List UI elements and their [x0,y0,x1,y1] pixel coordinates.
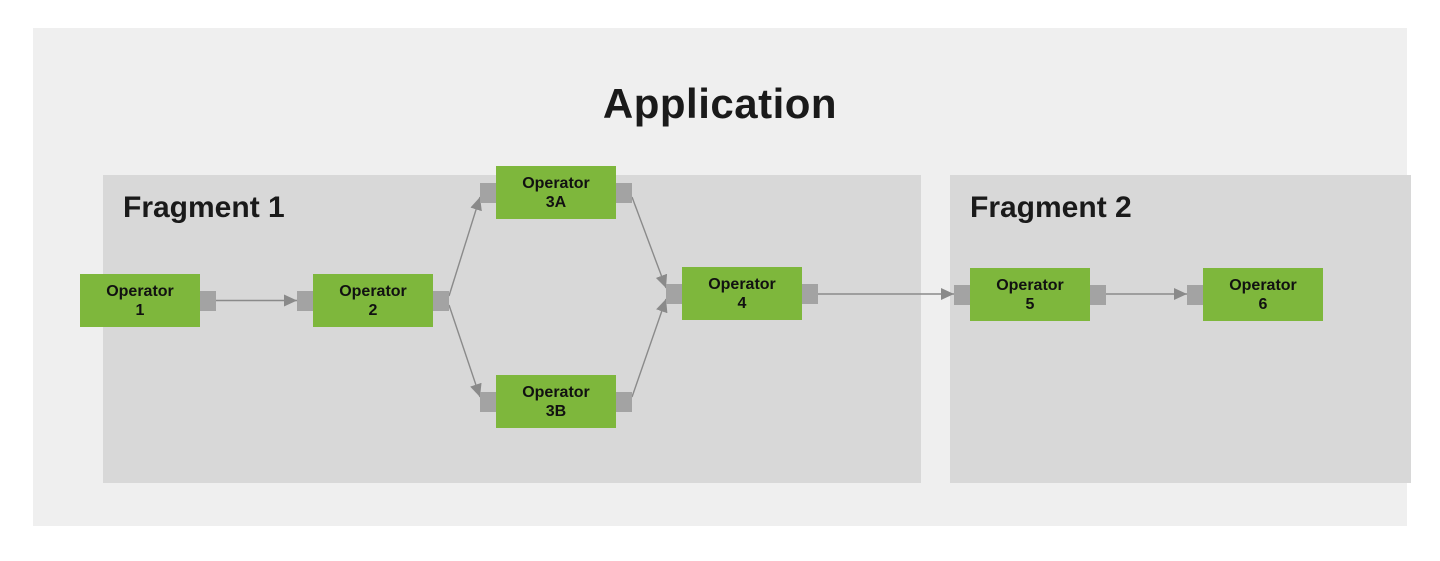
operator-2-output-port [433,290,449,311]
operator-4-output-port [802,283,818,304]
operator-4-input-port [666,283,682,304]
operator-4-id: 4 [737,294,747,312]
operator-6-input-port [1187,284,1203,305]
operator-6-id: 6 [1258,295,1268,313]
operator-3b-name: Operator [522,383,590,401]
operator-3a-id: 3A [545,193,567,211]
operator-3a-input-port [480,182,496,203]
operator-2-node[interactable]: Operator 2 [297,274,449,327]
operator-6-node[interactable]: Operator 6 [1187,268,1323,321]
operator-5-id: 5 [1025,295,1035,313]
operator-2-name: Operator [339,282,407,300]
operator-5-input-port [954,284,970,305]
operator-5-output-port [1090,284,1106,305]
operator-3a-node[interactable]: Operator 3A [480,166,632,219]
operator-3b-id: 3B [545,402,567,420]
operator-3b-node[interactable]: Operator 3B [480,375,632,428]
operator-4-node[interactable]: Operator 4 [666,267,818,320]
operator-3a-output-port [616,182,632,203]
operator-3a-name: Operator [522,174,590,192]
operator-1-id: 1 [135,301,145,319]
operator-1-name: Operator [106,282,174,300]
operator-1-output-port [200,290,216,311]
operator-6-name: Operator [1229,276,1297,294]
fragment-2-label: Fragment 2 [970,191,1132,224]
operator-2-input-port [297,290,313,311]
fragment-2-container: Fragment 2 [950,175,1411,483]
operator-3b-input-port [480,391,496,412]
application-title: Application [602,80,838,127]
operator-5-node[interactable]: Operator 5 [954,268,1106,321]
operator-5-name: Operator [996,276,1064,294]
operator-3b-output-port [616,391,632,412]
operator-2-id: 2 [368,301,378,319]
operator-1-node[interactable]: Operator 1 [80,274,216,327]
application-panel: Application Fragment 1 Fragment 2 [33,28,1411,526]
operator-4-name: Operator [708,275,776,293]
fragment-1-label: Fragment 1 [123,191,285,224]
fragment-1-container: Fragment 1 [103,175,921,483]
